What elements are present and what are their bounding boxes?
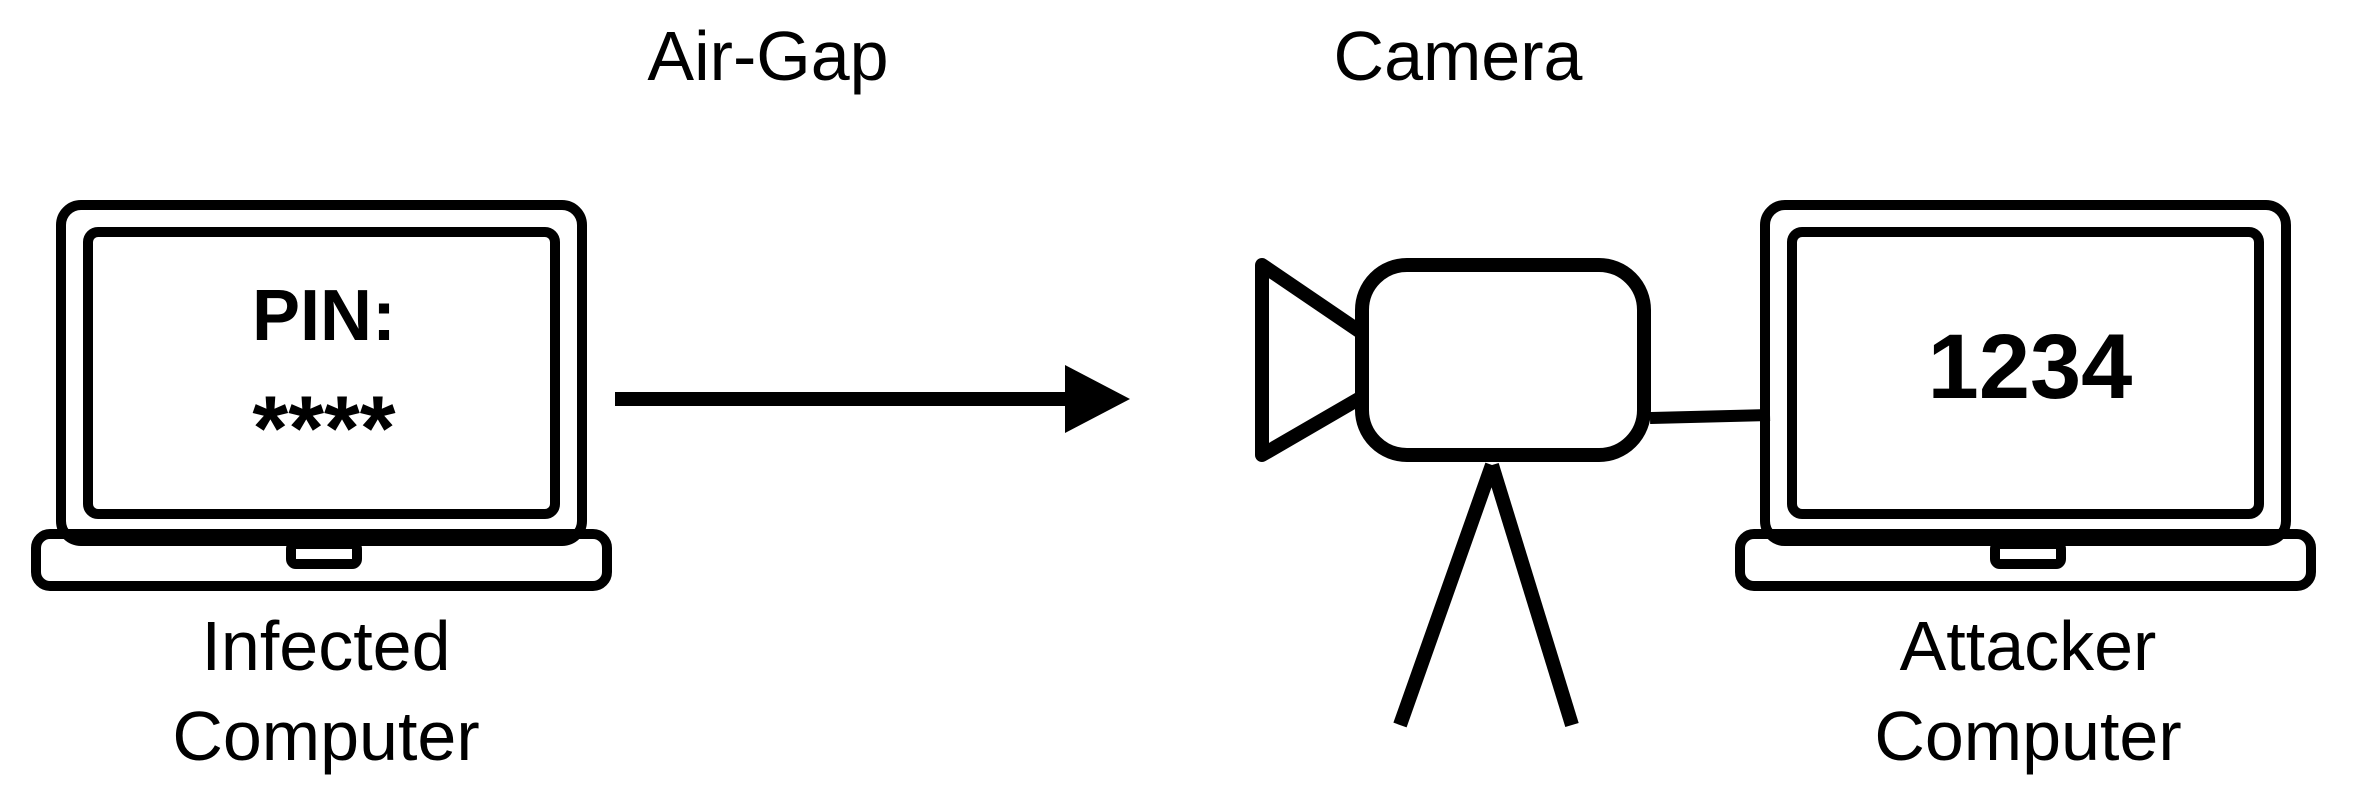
attacker-screen-pin: 1234 [1928,316,2133,418]
attacker-computer-label-line2: Computer [1874,697,2181,775]
infected-computer-label-line1: Infected [201,607,450,685]
infected-screen-masked-pin: **** [252,378,395,480]
attacker-laptop-screen [1787,227,2264,519]
tripod-right-leg [1485,462,1579,728]
infected-screen-pin-label: PIN: [252,276,396,356]
infected-laptop-trackpad-notch [286,539,362,569]
camera-lens [1255,258,1369,462]
camera-body [1355,258,1651,462]
arrow-icon [615,365,1130,433]
infected-laptop-icon [31,200,612,591]
camera-label: Camera [1334,17,1583,95]
attacker-laptop-icon [1735,200,2316,591]
tripod-icon [1393,462,1579,728]
video-camera-icon [1255,258,1651,462]
attacker-laptop-trackpad-notch [1990,539,2066,569]
attacker-computer-label-line1: Attacker [1900,607,2157,685]
cable-icon [1649,409,1771,424]
arrow-head [1065,365,1130,433]
infected-laptop-lid [56,200,587,546]
infected-laptop-screen [83,227,560,519]
infected-laptop-base [31,529,612,591]
tripod-left-leg [1393,462,1499,728]
infected-computer-label-line2: Computer [172,697,479,775]
attacker-laptop-base [1735,529,2316,591]
air-gap-label: Air-Gap [647,17,888,95]
